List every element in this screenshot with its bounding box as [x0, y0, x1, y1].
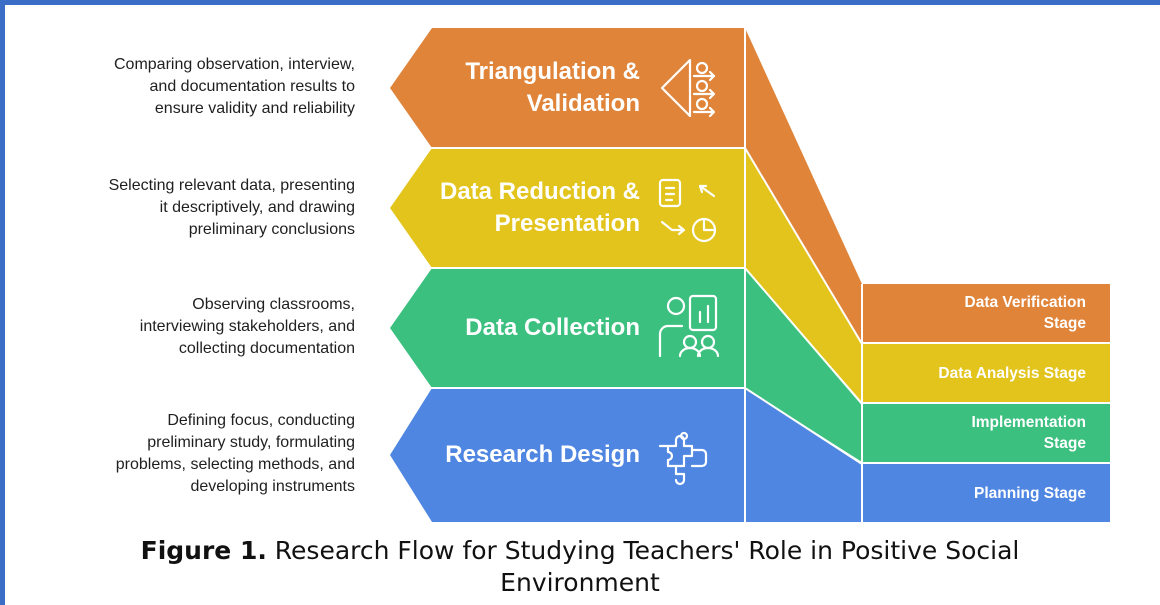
- description-collection: Observing classrooms, interviewing stake…: [35, 294, 355, 360]
- stage-label-implementation: Implementation Stage: [862, 412, 1086, 454]
- band-title-triangulation: Triangulation & Validation: [465, 56, 640, 120]
- description-line: Observing classrooms,: [192, 296, 355, 313]
- description-line: preliminary conclusions: [188, 221, 355, 238]
- band-title-reduction: Data Reduction & Presentation: [440, 176, 640, 240]
- stage-box-analysis: [862, 344, 1110, 402]
- band-title-line: Data Reduction &: [439, 178, 640, 205]
- band-title-collection: Data Collection: [465, 312, 640, 344]
- caption-line-1: Figure 1. Research Flow for Studying Tea…: [0, 535, 1160, 567]
- description-line: Defining focus, conducting: [167, 412, 355, 429]
- description-line: collecting documentation: [178, 340, 355, 357]
- description-line: preliminary study, formulating: [147, 434, 355, 451]
- stage-label-line: Planning Stage: [974, 485, 1086, 502]
- band-title-line: Research Design: [445, 441, 640, 468]
- collection-band: [390, 268, 745, 388]
- description-triangulation: Comparing observation, interview, and do…: [35, 54, 355, 120]
- band-title-line: Data Collection: [465, 314, 640, 341]
- reduction-connector: [745, 148, 862, 402]
- description-line: interviewing stakeholders, and: [139, 318, 355, 335]
- description-line: problems, selecting methods, and: [115, 456, 355, 473]
- research-flow-diagram: [390, 28, 1110, 522]
- description-line: developing instruments: [190, 478, 355, 495]
- reduction-band: [390, 148, 745, 268]
- design-connector: [745, 388, 862, 522]
- description-design: Defining focus, conducting preliminary s…: [35, 410, 355, 498]
- data-reduction-icon: [658, 178, 717, 243]
- stage-label-planning: Planning Stage: [862, 483, 1086, 504]
- design-band: [390, 388, 745, 522]
- collection-connector: [745, 268, 862, 462]
- description-reduction: Selecting relevant data, presenting it d…: [35, 175, 355, 241]
- stage-label-line: Stage: [1043, 435, 1086, 452]
- data-collection-icon: [658, 294, 720, 358]
- description-line: it descriptively, and drawing: [159, 199, 355, 216]
- band-title-line: Triangulation &: [465, 58, 640, 85]
- description-line: ensure validity and reliability: [154, 100, 355, 117]
- stage-label-line: Stage: [1043, 315, 1086, 332]
- description-line: Selecting relevant data, presenting: [108, 177, 355, 194]
- triangulation-connector: [745, 28, 862, 342]
- frame-left-border: [0, 0, 5, 605]
- stage-label-verification: Data Verification Stage: [862, 292, 1086, 334]
- figure-caption: Figure 1. Research Flow for Studying Tea…: [0, 535, 1160, 599]
- frame-top-border: [0, 0, 1160, 5]
- band-title-line: Presentation: [494, 210, 640, 237]
- stage-label-analysis: Data Analysis Stage: [862, 363, 1086, 384]
- band-title-design: Research Design: [445, 439, 640, 471]
- description-line: and documentation results to: [149, 78, 355, 95]
- stage-label-line: Data Verification: [964, 294, 1086, 311]
- stage-box-planning: [862, 464, 1110, 522]
- stage-label-line: Implementation: [971, 414, 1086, 431]
- description-line: Comparing observation, interview,: [113, 56, 355, 73]
- stage-box-implementation: [862, 404, 1110, 462]
- triangulation-icon: [660, 58, 716, 118]
- caption-line-2: Environment: [500, 568, 660, 597]
- stage-box-verification: [862, 284, 1110, 342]
- caption-text: Research Flow for Studying Teachers' Rol…: [266, 536, 1020, 565]
- stage-label-line: Data Analysis Stage: [938, 365, 1086, 382]
- band-title-line: Validation: [526, 90, 640, 117]
- puzzle-icon: [658, 431, 708, 486]
- triangulation-band: [390, 28, 745, 148]
- caption-label: Figure 1.: [140, 536, 267, 565]
